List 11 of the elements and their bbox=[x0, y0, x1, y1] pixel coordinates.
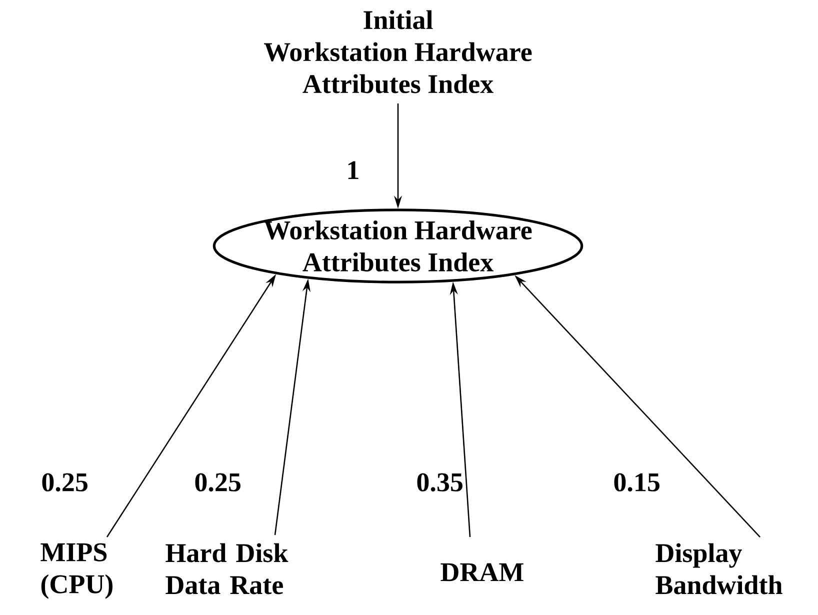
edge-label: 0.25 bbox=[42, 473, 88, 492]
node-text: DRAM bbox=[440, 563, 524, 582]
ellipse-node: Workstation Hardware Attributes Index bbox=[212, 208, 584, 284]
edge-label: 1 bbox=[348, 161, 358, 180]
node-text: Initial Workstation Hardware Attributes Index bbox=[264, 10, 532, 94]
edge-label: 0.25 bbox=[195, 473, 240, 492]
edge-label: 0.35 bbox=[417, 473, 462, 492]
node-text: Hard Disk Data Rate bbox=[166, 543, 288, 594]
edge-label: 0.15 bbox=[614, 473, 660, 492]
node-text: MIPS (CPU) bbox=[40, 543, 112, 599]
node-text: Display Bandwidth bbox=[656, 543, 782, 594]
